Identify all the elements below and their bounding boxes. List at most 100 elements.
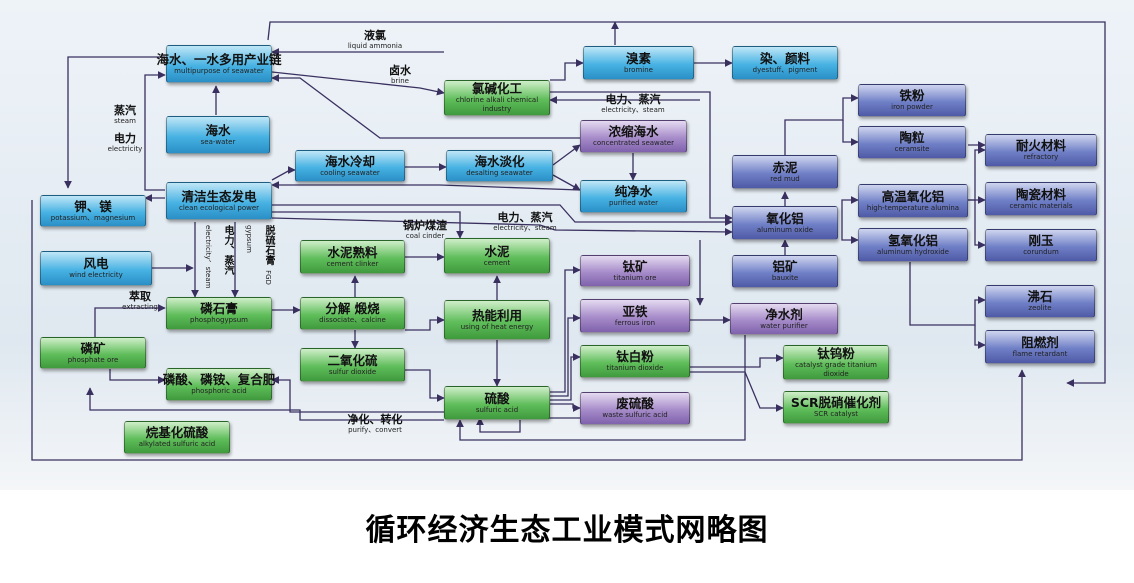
label-coal-cinder-en: coal cinder <box>405 232 445 240</box>
node-waste-zh: 废硫酸 <box>616 396 654 411</box>
node-bauxite-zh: 铝矿 <box>772 259 798 274</box>
edge-ore-phosphoric <box>109 368 166 384</box>
edge-desalting-concentrated <box>552 144 581 166</box>
edge-hydroxide-flame <box>974 325 986 349</box>
edge-redmud-iron <box>784 94 859 155</box>
node-desalting-en: desalting seawater <box>466 168 533 177</box>
node-wind-zh: 风电 <box>83 256 109 271</box>
node-waste-en: waste sulfuric acid <box>602 411 668 419</box>
node-flame-en: flame retardant <box>1012 349 1068 358</box>
edge-sulfuric-phosphoric <box>271 376 444 413</box>
edge-tio2-scr <box>690 371 784 412</box>
edge-waste-sulfuric <box>476 417 580 433</box>
node-sulfuric-zh: 硫酸 <box>484 390 510 406</box>
edge-power-alumina <box>272 204 733 226</box>
edge-desalting-purified <box>552 174 581 191</box>
node-phosphogypsum-zh: 磷石膏 <box>200 301 238 316</box>
node-seawater-zh: 海水 <box>205 122 231 138</box>
node-flame-zh: 阻燃剂 <box>1021 334 1059 350</box>
node-ht-en: high-temperature alumina <box>866 203 960 212</box>
edge-power-cement <box>272 211 464 239</box>
edge-ht-corundum <box>974 200 986 249</box>
label-liquid-ammonia-en: liquid ammonia <box>347 42 403 50</box>
node-alkylated-en: alkylated sulfuric acid <box>138 440 216 448</box>
node-ceramic-en: ceramic materials <box>1009 201 1073 210</box>
node-bromine-zh: 溴素 <box>625 50 651 66</box>
label-electricity-en: electricity <box>107 145 143 153</box>
node-scr-en: SCR catalyst <box>813 410 859 418</box>
node-heat-zh: 热能利用 <box>471 307 522 323</box>
node-desalting-zh: 海水淡化 <box>474 153 525 169</box>
edge-chlor-alumina <box>550 91 733 222</box>
node-phosphoric-en: phosphoric acid <box>191 387 247 395</box>
node-concentrated-zh: 浓缩海水 <box>608 124 659 139</box>
node-phosphoric-zh: 磷酸、磷铵、复合肥 <box>162 372 276 387</box>
edge-alumina-hydroxide <box>841 220 859 244</box>
node-ceramsite-en: ceramsite <box>894 145 930 153</box>
edge-purified-power <box>271 181 581 191</box>
node-catalyst-en: catalyst grade titanium dioxide <box>795 360 877 378</box>
node-calcine-zh: 分解 煅烧 <box>325 301 380 316</box>
edge-tio2-catalyst <box>690 354 784 368</box>
label-v-elec-en: electricity、steam <box>204 225 212 289</box>
label-purify-zh: 净化、转化 <box>347 413 403 426</box>
edge-ht-refractory <box>968 146 986 201</box>
edge-multi-chlor <box>271 71 445 96</box>
label-steam-en: steam <box>114 117 136 125</box>
node-phosphate-ore-zh: 磷矿 <box>80 340 106 356</box>
node-redmud-zh: 赤泥 <box>772 159 798 175</box>
node-cement-zh: 水泥 <box>484 243 510 259</box>
edge-so2-sulfuric <box>405 369 445 402</box>
label-brine-en: brine <box>390 77 409 85</box>
edge-purifier-bottom <box>456 333 746 441</box>
node-ceramic-zh: 陶瓷材料 <box>1015 186 1066 202</box>
node-catalyst-zh: 钛钨粉 <box>817 345 855 361</box>
edge-ore-phosphogypsum <box>94 304 166 338</box>
edge-concentrated-multi <box>271 74 580 139</box>
node-tio2-zh: 钛白粉 <box>616 349 654 364</box>
label-elec-steam-top-zh: 电力、蒸汽 <box>605 93 661 106</box>
node-iron-en: iron powder <box>891 103 933 111</box>
node-clean-power-en: clean ecological power <box>178 203 260 212</box>
node-ht-zh: 高温氧化铝 <box>881 188 945 204</box>
node-sulfuric-en: sulfuric acid <box>475 405 519 414</box>
node-zeolite-zh: 沸石 <box>1027 289 1053 304</box>
page-title: 循环经济生态工业模式网略图 <box>365 513 769 548</box>
label-steam-zh: 蒸汽 <box>114 104 136 117</box>
node-concentrated-en: concentrated seawater <box>593 139 674 147</box>
node-tio2-en: titanium dioxide <box>606 364 664 372</box>
node-cooling-en: cooling seawater <box>320 168 380 177</box>
label-vertical-fgd: 脱硫石膏 FGD gypsum <box>240 225 278 295</box>
edge-purify-left <box>86 387 444 421</box>
node-refractory-zh: 耐火材料 <box>1015 138 1066 153</box>
node-seawater-en: sea-water <box>200 137 236 146</box>
node-multipurpose-en: multipurpose of seawater <box>174 66 264 75</box>
